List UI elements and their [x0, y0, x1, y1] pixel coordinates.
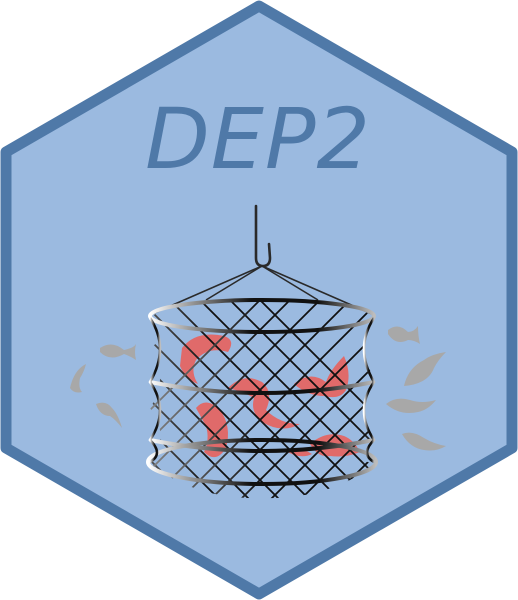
- fish-icon: [70, 364, 86, 393]
- outside-fish-group: [70, 326, 446, 451]
- cage-rings: [146, 298, 378, 486]
- fish-icon: [100, 344, 136, 360]
- fish-icon: [386, 398, 436, 413]
- cage-sides: [148, 317, 376, 464]
- fish-cage-icon: [146, 298, 378, 499]
- fish-icon: [96, 402, 122, 428]
- fish-icon: [402, 432, 446, 451]
- fish-icon: [404, 352, 446, 386]
- logo-title: DEP2: [145, 90, 371, 188]
- fish-icon: [388, 326, 420, 344]
